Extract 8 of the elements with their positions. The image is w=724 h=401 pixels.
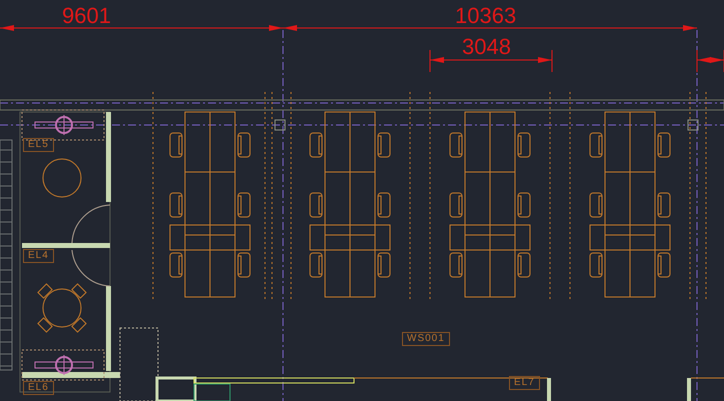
room-tag: EL6	[23, 381, 54, 395]
dimension-value: 3048	[462, 36, 511, 58]
room-tag: WS001	[402, 332, 450, 346]
dimension-value: 9601	[62, 5, 111, 27]
room-tag: EL5	[23, 138, 54, 152]
room-tag: EL4	[23, 249, 54, 263]
dimension-value: 10363	[455, 5, 516, 27]
room-tag: EL7	[509, 376, 540, 390]
